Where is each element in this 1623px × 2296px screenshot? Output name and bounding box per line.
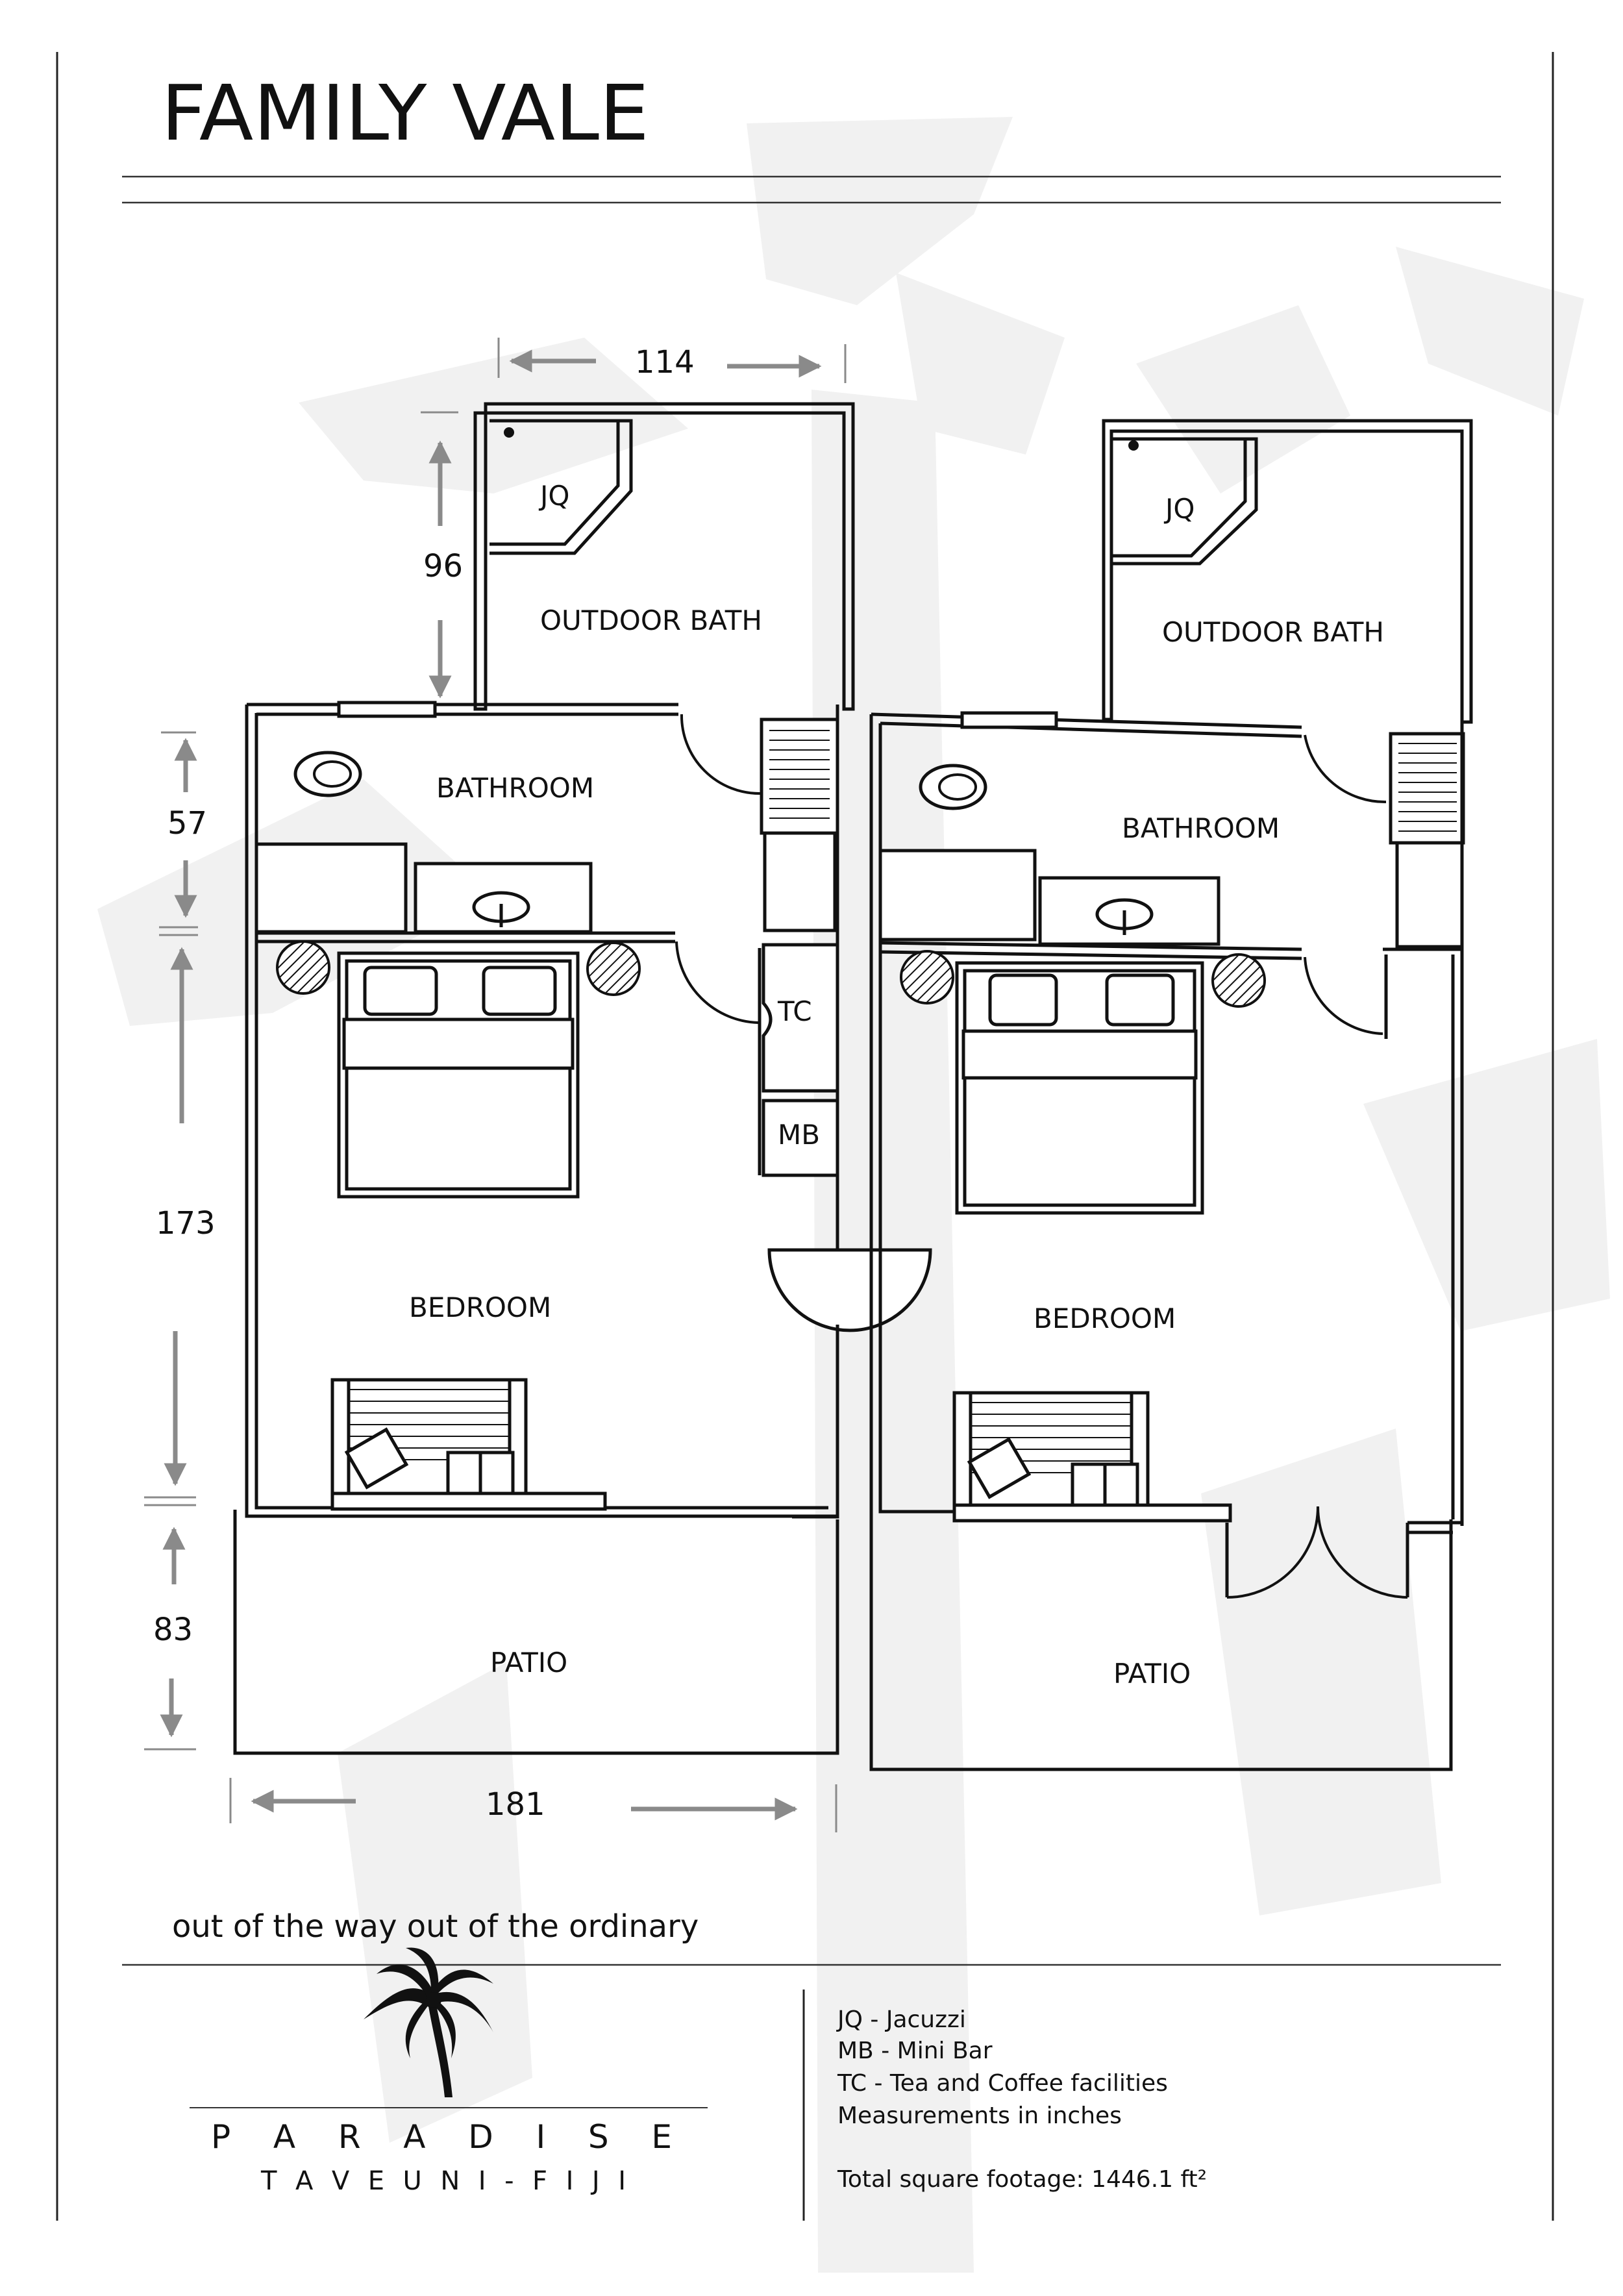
left-patio-walls — [233, 1510, 839, 1755]
right-vanity — [1038, 876, 1220, 946]
right-patio-label: PATIO — [1113, 1658, 1191, 1690]
right-jacuzzi-jet-icon — [1128, 440, 1139, 451]
left-bathroom-label: BATHROOM — [436, 772, 594, 804]
right-bathroom-label: BATHROOM — [1122, 812, 1280, 844]
left-closet — [763, 831, 837, 932]
paradise-logo: P A R A D I S E T A V E U N I - F I J I — [190, 1947, 708, 2196]
right-bath-window — [960, 711, 1058, 729]
left-outer-inner — [254, 713, 828, 1510]
total-square-footage: Total square footage: 1446.1 ft² — [837, 2166, 1207, 2193]
right-outdoor-bath-walls — [1102, 419, 1473, 724]
right-closet — [1395, 841, 1464, 949]
right-patio-window — [952, 1503, 1232, 1523]
right-patio-door-right — [1317, 1506, 1408, 1599]
right-jacuzzi-inner — [1111, 439, 1247, 558]
palm-tree-logo-icon — [364, 1947, 493, 2097]
right-unit: JQ OUTDOOR BATH BATHROOM BEDROOM PATIO — [869, 419, 1473, 1771]
dimension-bathroom: 57 — [167, 805, 207, 842]
left-patio-window — [330, 1491, 607, 1511]
right-outdoor-bath-label: OUTDOOR BATH — [1162, 616, 1384, 648]
left-jacuzzi-label: JQ — [538, 480, 569, 512]
left-pillow — [363, 966, 438, 1016]
left-bedroom-door-swing — [675, 941, 759, 1024]
logo-location: T A V E U N I - F I J I — [260, 2166, 626, 2196]
left-jacuzzi-inner — [489, 421, 620, 546]
left-outdoor-bath-walls — [473, 402, 855, 711]
left-cushion — [344, 1427, 409, 1490]
left-lamp-icon — [276, 940, 330, 995]
right-lamp-icon — [900, 950, 954, 1004]
right-bath-door-swing — [1304, 734, 1387, 804]
right-patio-door-left — [1226, 1506, 1319, 1599]
right-towel-rail — [1389, 732, 1465, 845]
right-jacuzzi — [1111, 437, 1258, 566]
left-patio-label: PATIO — [490, 1647, 567, 1678]
right-bedroom-door-swing — [1304, 956, 1383, 1035]
legend: JQ - Jacuzzi MB - Mini Bar TC - Tea and … — [836, 2006, 1207, 2193]
dimension-outdoor-bath: 96 — [423, 548, 463, 584]
dimension-patio: 83 — [153, 1612, 193, 1648]
left-mini-bar — [762, 1099, 839, 1177]
right-bath-cabinet — [878, 849, 1037, 942]
dimension-top-width: 114 — [635, 344, 695, 381]
right-pillow — [988, 973, 1058, 1027]
right-jacuzzi-label: JQ — [1163, 493, 1195, 525]
left-outdoor-bath-label: OUTDOOR BATH — [540, 605, 762, 636]
left-tea-coffee — [762, 943, 839, 1093]
dimension-lines: 114 96 57 173 83 181 — [144, 338, 847, 1832]
left-tc-label: TC — [777, 995, 812, 1027]
page-title: FAMILY VALE — [161, 68, 649, 158]
left-lamp-icon-right — [586, 942, 641, 996]
tagline: out of the way out of the ordinary — [172, 1908, 699, 1945]
left-jacuzzi — [489, 419, 633, 555]
right-lamp-icon-right — [1211, 953, 1266, 1008]
dimension-total-width: 181 — [486, 1786, 545, 1823]
legend-item: JQ - Jacuzzi — [836, 2006, 966, 2033]
left-towel-rail — [760, 718, 839, 835]
left-bedroom-label: BEDROOM — [409, 1292, 551, 1323]
left-bath-window — [337, 701, 437, 718]
dimension-bedroom: 173 — [156, 1205, 216, 1242]
right-cushion — [967, 1437, 1032, 1499]
left-jacuzzi-jet-icon — [504, 427, 514, 438]
left-bath-cabinet — [254, 842, 408, 934]
logo-wordmark: P A R A D I S E — [211, 2118, 672, 2156]
left-bath-door-swing — [680, 714, 762, 795]
connecting-door-swing — [767, 1248, 932, 1332]
left-unit: TC MB JQ OUTDOOR BATH — [233, 402, 932, 1755]
right-outer-walls — [869, 714, 1453, 1771]
legend-item: MB - Mini Bar — [837, 2038, 993, 2064]
legend-item: Measurements in inches — [837, 2103, 1122, 2129]
left-mb-label: MB — [778, 1119, 820, 1151]
legend-item: TC - Tea and Coffee facilities — [837, 2070, 1168, 2097]
right-bedroom-label: BEDROOM — [1034, 1303, 1176, 1334]
